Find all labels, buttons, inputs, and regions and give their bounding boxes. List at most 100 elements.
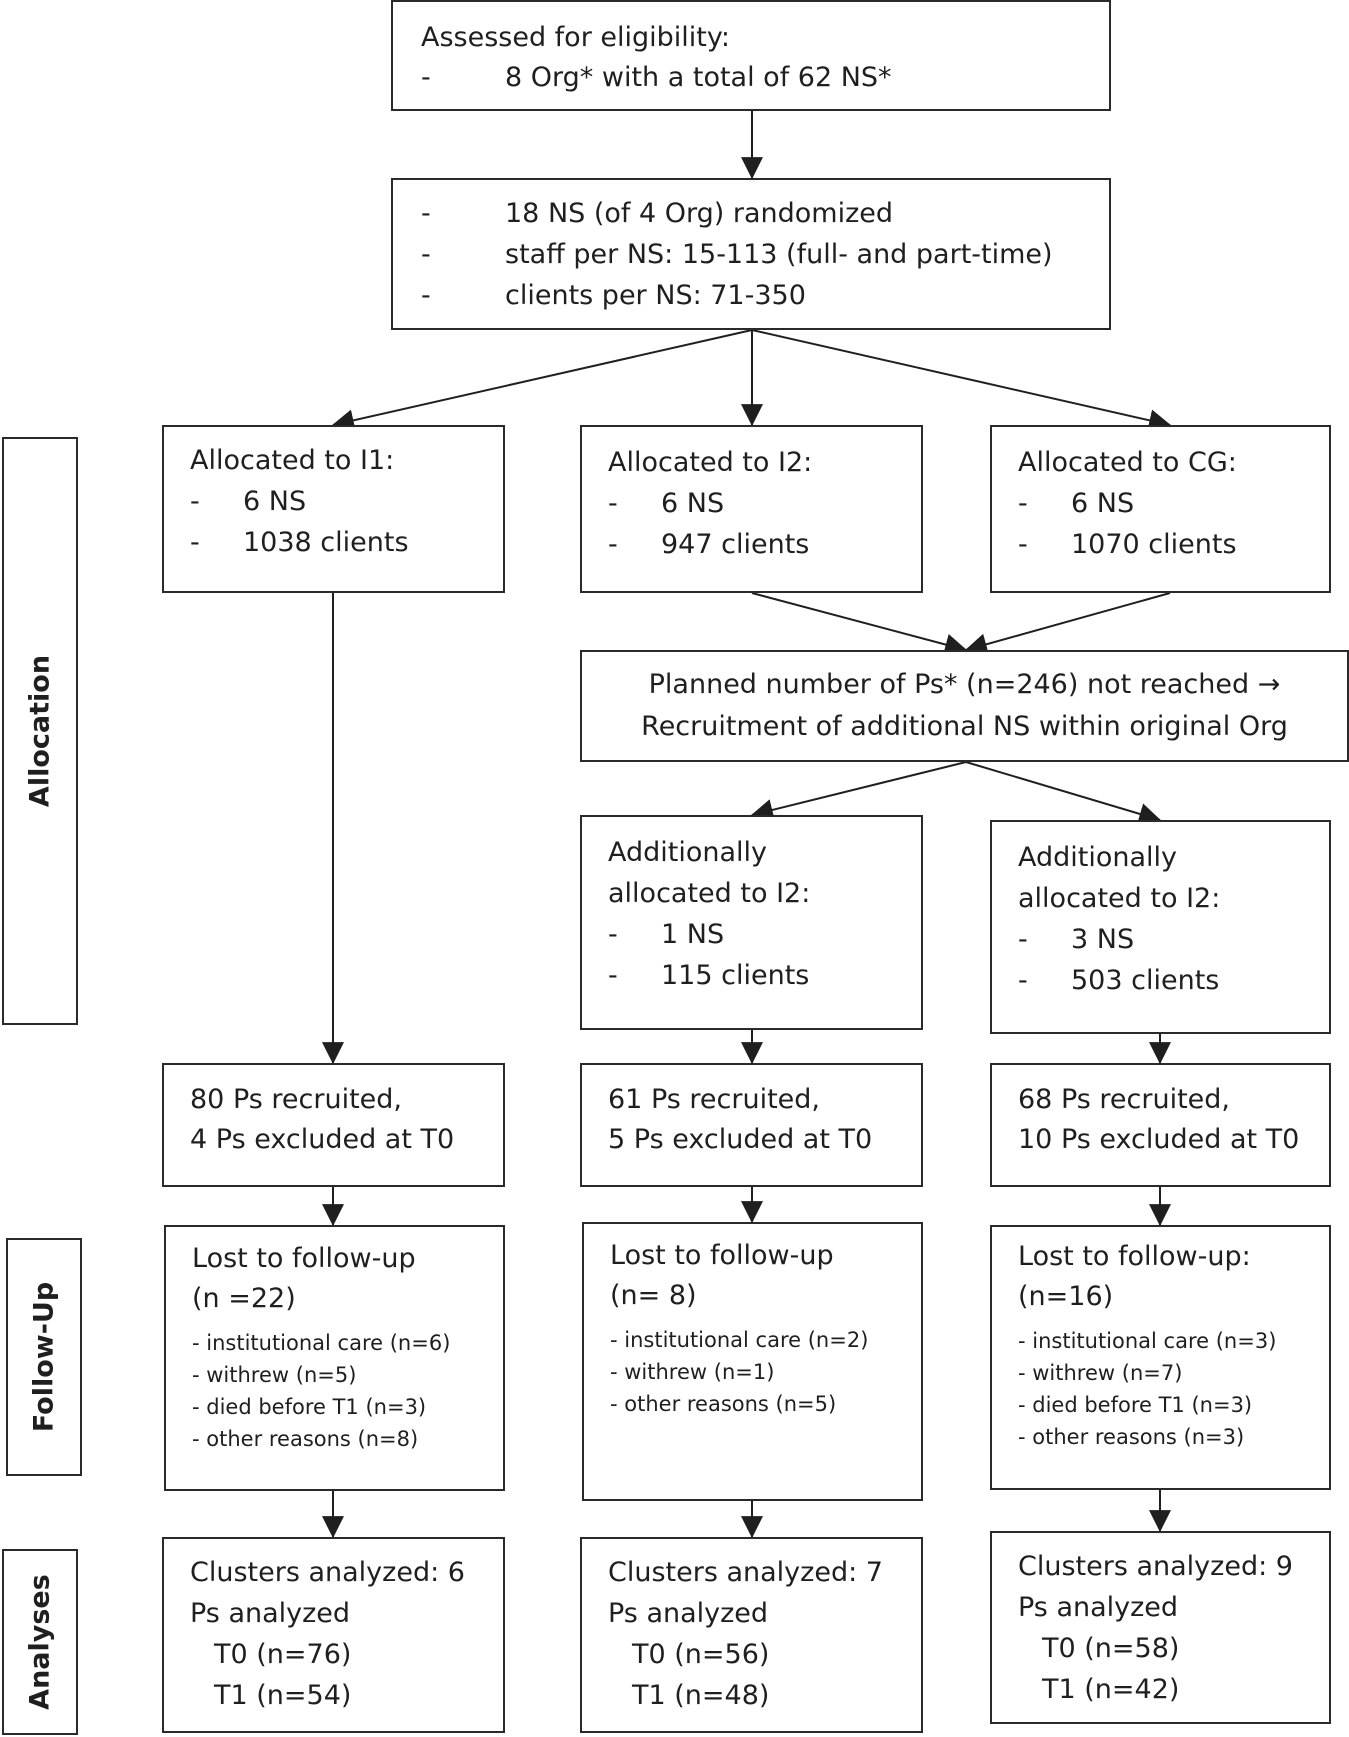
bullet: - (421, 239, 431, 270)
bullet: - (608, 919, 618, 950)
bullet: - (421, 198, 431, 229)
followup-cg-count: (n=16) (1018, 1281, 1114, 1312)
eligibility-box: Assessed for eligibility: - 8 Org* with … (391, 0, 1111, 111)
additional-left-box: Additionally allocated to I2: - 1 NS - 1… (580, 815, 923, 1030)
analyses-i2-t0: T0 (n=56) (632, 1639, 770, 1670)
bullet: - (608, 488, 618, 519)
eligibility-title: Assessed for eligibility: (421, 22, 730, 53)
followup-i1-reason: - institutional care (n=6) (192, 1331, 451, 1355)
allocation-i1-title: Allocated to I1: (190, 445, 395, 476)
randomized-item: 18 NS (of 4 Org) randomized (505, 198, 894, 229)
allocation-cg-clients: 1070 clients (1071, 529, 1237, 560)
allocation-cg-box: Allocated to CG: - 6 NS - 1070 clients (990, 425, 1331, 593)
bullet: - (1018, 924, 1028, 955)
followup-i2-reason: - withrew (n=1) (610, 1360, 775, 1384)
bullet: - (1018, 488, 1028, 519)
arrow-i2-to-planned (751, 592, 968, 656)
followup-i2-count: (n= 8) (610, 1280, 697, 1311)
planned-box: Planned number of Ps* (n=246) not reache… (580, 650, 1349, 762)
followup-i2-box: Lost to follow-up (n= 8) - institutional… (582, 1222, 923, 1501)
analyses-cg-clusters: Clusters analyzed: 9 (1018, 1551, 1293, 1582)
recruited-cg-line1: 68 Ps recruited, (1018, 1084, 1230, 1115)
phase-label-allocation-text: Allocation (24, 654, 56, 808)
planned-line1: Planned number of Ps* (n=246) not reache… (648, 669, 1281, 700)
recruited-i2-line2: 5 Ps excluded at T0 (608, 1124, 873, 1155)
bullet: - (1018, 965, 1028, 996)
bullet: - (608, 960, 618, 991)
analyses-cg-box: Clusters analyzed: 9 Ps analyzed T0 (n=5… (990, 1531, 1331, 1724)
eligibility-item: 8 Org* with a total of 62 NS* (505, 62, 892, 93)
additional-left-clients: 115 clients (661, 960, 810, 991)
phase-label-analyses: Analyses (2, 1549, 78, 1735)
additional-left-title2: allocated to I2: (608, 878, 811, 909)
allocation-cg-ns: 6 NS (1071, 488, 1135, 519)
additional-right-ns: 3 NS (1071, 924, 1135, 955)
randomized-item: staff per NS: 15-113 (full- and part-tim… (505, 239, 1053, 270)
arrow-planned-to-additional-left (750, 761, 967, 821)
phase-label-followup-text: Follow-Up (28, 1281, 60, 1433)
arrow-planned-to-additional-right (965, 761, 1162, 825)
allocation-i2-ns: 6 NS (661, 488, 725, 519)
analyses-cg-t1: T1 (n=42) (1042, 1674, 1180, 1705)
followup-i1-count: (n =22) (192, 1283, 296, 1314)
followup-i2-reason: - institutional care (n=2) (610, 1328, 869, 1352)
analyses-i2-box: Clusters analyzed: 7 Ps analyzed T0 (n=5… (580, 1537, 923, 1733)
phase-label-allocation: Allocation (2, 437, 78, 1025)
allocation-i2-title: Allocated to I2: (608, 447, 813, 478)
followup-i1-reason: - withrew (n=5) (192, 1363, 357, 1387)
analyses-i2-clusters: Clusters analyzed: 7 (608, 1557, 883, 1588)
arrow-randomized-to-i1 (331, 329, 753, 432)
arrow-randomized-to-cg (751, 329, 1172, 432)
recruited-cg-line2: 10 Ps excluded at T0 (1018, 1124, 1300, 1155)
additional-right-title1: Additionally (1018, 842, 1178, 873)
bullet: - (190, 527, 200, 558)
analyses-i2-ps: Ps analyzed (608, 1598, 769, 1629)
recruited-i1-box: 80 Ps recruited, 4 Ps excluded at T0 (162, 1063, 505, 1187)
additional-left-ns: 1 NS (661, 919, 725, 950)
additional-right-box: Additionally allocated to I2: - 3 NS - 5… (990, 820, 1331, 1034)
followup-i1-reason: - other reasons (n=8) (192, 1427, 419, 1451)
allocation-i2-box: Allocated to I2: - 6 NS - 947 clients (580, 425, 923, 593)
bullet: - (608, 529, 618, 560)
analyses-i1-t0: T0 (n=76) (214, 1639, 352, 1670)
planned-line2: Recruitment of additional NS within orig… (641, 711, 1288, 742)
followup-cg-box: Lost to follow-up: (n=16) - institutiona… (990, 1225, 1331, 1490)
bullet: - (190, 486, 200, 517)
followup-i1-box: Lost to follow-up (n =22) - institutiona… (164, 1225, 505, 1491)
recruited-i2-box: 61 Ps recruited, 5 Ps excluded at T0 (580, 1063, 923, 1187)
additional-left-title1: Additionally (608, 837, 768, 868)
additional-right-title2: allocated to I2: (1018, 883, 1221, 914)
allocation-i1-clients: 1038 clients (243, 527, 409, 558)
additional-right-clients: 503 clients (1071, 965, 1220, 996)
analyses-i1-t1: T1 (n=54) (214, 1680, 352, 1711)
followup-cg-reason: - institutional care (n=3) (1018, 1329, 1277, 1353)
allocation-i2-clients: 947 clients (661, 529, 810, 560)
recruited-i1-line1: 80 Ps recruited, (190, 1084, 402, 1115)
phase-label-followup: Follow-Up (6, 1238, 82, 1476)
recruited-i2-line1: 61 Ps recruited, (608, 1084, 820, 1115)
followup-i1-title: Lost to follow-up (192, 1243, 416, 1274)
allocation-i1-box: Allocated to I1: - 6 NS - 1038 clients (162, 425, 505, 593)
analyses-i2-t1: T1 (n=48) (632, 1680, 770, 1711)
arrow-cg-to-planned (964, 592, 1171, 655)
randomized-box: - 18 NS (of 4 Org) randomized - staff pe… (391, 178, 1111, 330)
followup-cg-reason: - withrew (n=7) (1018, 1361, 1183, 1385)
recruited-cg-box: 68 Ps recruited, 10 Ps excluded at T0 (990, 1063, 1331, 1187)
analyses-i1-ps: Ps analyzed (190, 1598, 351, 1629)
analyses-cg-t0: T0 (n=58) (1042, 1633, 1180, 1664)
followup-cg-title: Lost to follow-up: (1018, 1241, 1251, 1272)
bullet: - (421, 62, 431, 93)
followup-i2-title: Lost to follow-up (610, 1240, 834, 1271)
followup-cg-reason: - died before T1 (n=3) (1018, 1393, 1253, 1417)
followup-i1-reason: - died before T1 (n=3) (192, 1395, 427, 1419)
analyses-i1-clusters: Clusters analyzed: 6 (190, 1557, 465, 1588)
followup-cg-reason: - other reasons (n=3) (1018, 1425, 1245, 1449)
analyses-cg-ps: Ps analyzed (1018, 1592, 1179, 1623)
allocation-i1-ns: 6 NS (243, 486, 307, 517)
bullet: - (1018, 529, 1028, 560)
randomized-item: clients per NS: 71-350 (505, 280, 806, 311)
allocation-cg-title: Allocated to CG: (1018, 447, 1237, 478)
followup-i2-reason: - other reasons (n=5) (610, 1392, 837, 1416)
bullet: - (421, 280, 431, 311)
